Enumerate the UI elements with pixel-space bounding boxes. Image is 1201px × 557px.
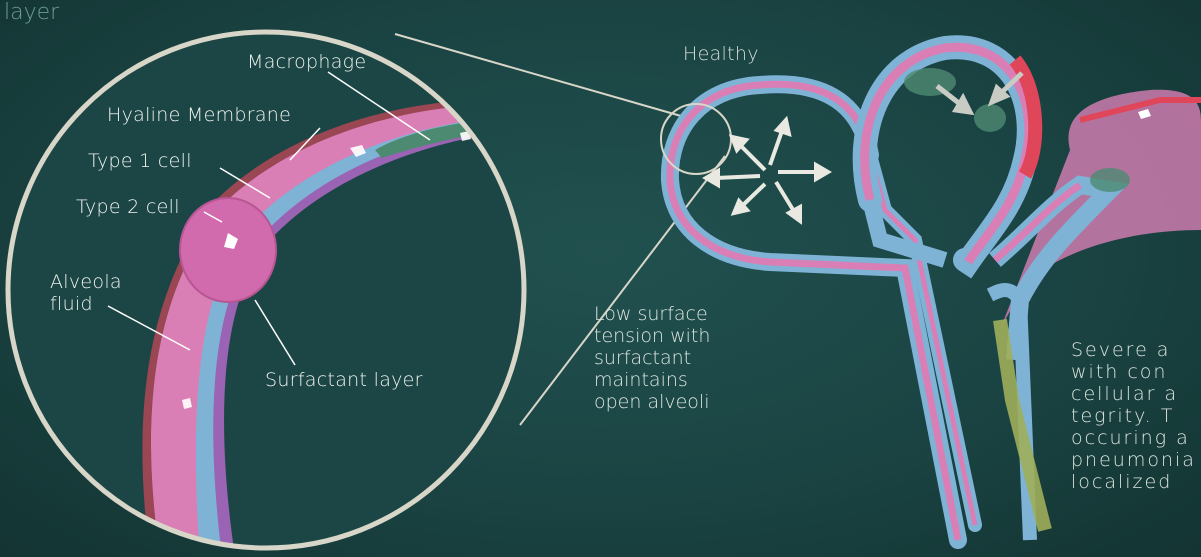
severe-caption-line: pneumonia — [1071, 449, 1196, 471]
severe-caption-line: occuring a — [1071, 427, 1196, 449]
type2-cell-label: Type 2 cell — [76, 196, 180, 218]
alveola-fluid-label-line1: Alveola — [50, 271, 122, 293]
hyaline-membrane-label: Hyaline Membrane — [107, 104, 291, 126]
severe-caption: Severe a with con cellular a tegrity. T … — [1071, 339, 1196, 493]
severe-caption-line: cellular a — [1071, 383, 1196, 405]
healthy-caption-line: tension with — [594, 325, 794, 347]
severe-caption-line: Severe a — [1071, 339, 1196, 361]
healthy-caption-line: maintains — [594, 369, 794, 391]
healthy-caption: Low surface tension with surfactant main… — [594, 303, 794, 413]
surfactant-layer-label: Surfactant layer — [265, 369, 423, 391]
alveola-fluid-label-line2: fluid — [50, 293, 93, 315]
type1-cell-label: Type 1 cell — [88, 150, 192, 172]
healthy-caption-line: Low surface — [594, 303, 794, 325]
type2-cell-shape — [180, 198, 276, 302]
severe-caption-line: localized — [1071, 471, 1196, 493]
macrophage-label: Macrophage — [247, 51, 366, 73]
severe-caption-line: with con — [1071, 361, 1196, 383]
healthy-caption-line: open alveoli — [594, 391, 794, 413]
healthy-label: Healthy — [683, 43, 759, 65]
severe-caption-line: tegrity. T — [1071, 405, 1196, 427]
damaged-alveolus — [865, 47, 1036, 262]
expansion-arrows — [706, 120, 828, 221]
healthy-caption-line: surfactant — [594, 347, 794, 369]
